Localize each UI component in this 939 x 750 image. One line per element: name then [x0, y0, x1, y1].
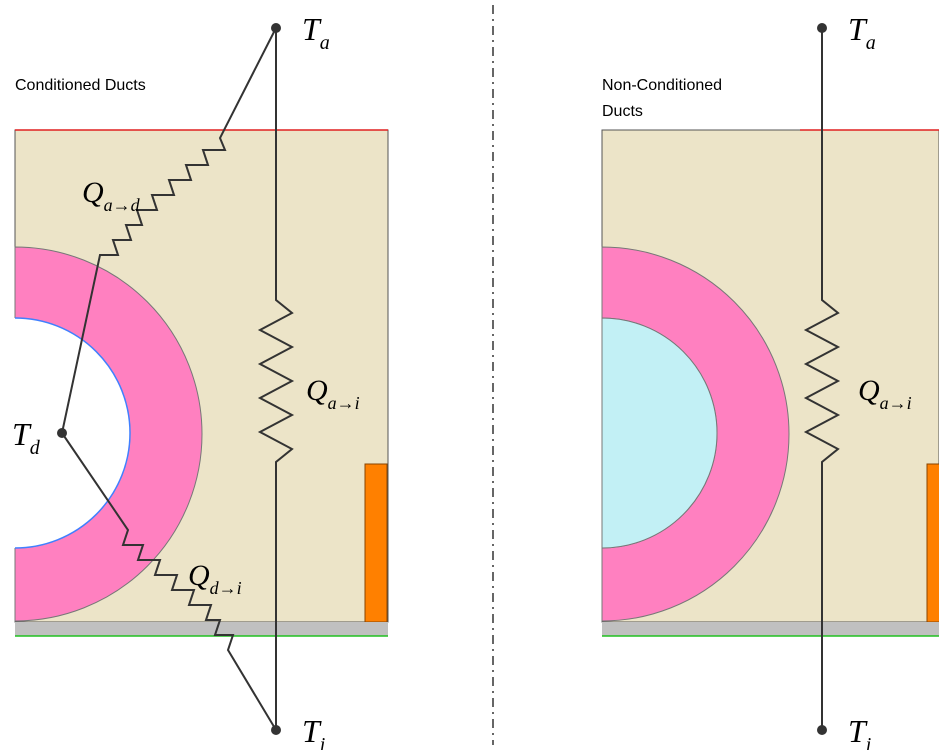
left-label-flow-duct-to-interior: Qd→i: [188, 559, 242, 598]
right-caption-line2: Ducts: [602, 103, 643, 120]
left-label-attic-temp: Ta: [302, 11, 330, 54]
left-ceiling-board: [15, 622, 388, 636]
left-panel: Conditioned Ducts Ta Td Ti: [0, 11, 389, 750]
left-label-flow-attic-to-duct: Qa→d: [82, 176, 141, 215]
right-framing-member: [926, 463, 939, 623]
right-node-attic: [817, 23, 827, 33]
left-label-duct-temp: Td: [12, 416, 41, 459]
left-wire-attic-to-interior: [257, 28, 295, 730]
left-framing-member: [364, 463, 388, 623]
right-duct-interior: [601, 317, 718, 549]
left-caption: Conditioned Ducts: [15, 77, 146, 94]
right-label-attic-temp: Ta: [848, 11, 876, 54]
left-node-interior: [271, 725, 281, 735]
right-caption-line1: Non-Conditioned: [602, 77, 722, 94]
left-node-attic: [271, 23, 281, 33]
left-duct-inner-edge: [14, 317, 131, 549]
right-node-interior: [817, 725, 827, 735]
left-wire-duct-to-interior: [61, 432, 277, 731]
left-node-duct: [57, 428, 67, 438]
right-label-interior-temp: Ti: [848, 713, 871, 750]
right-label-flow-attic-to-interior: Qa→i: [858, 374, 912, 413]
left-label-interior-temp: Ti: [302, 713, 325, 750]
right-wire-attic-to-interior: [803, 28, 841, 730]
right-panel: Non-Conditioned Ducts Ta Ti Qa→i: [601, 11, 939, 750]
left-wire-attic-to-duct: [61, 27, 277, 434]
right-ceiling-board: [602, 622, 939, 636]
left-label-flow-attic-to-interior: Qa→i: [306, 374, 360, 413]
